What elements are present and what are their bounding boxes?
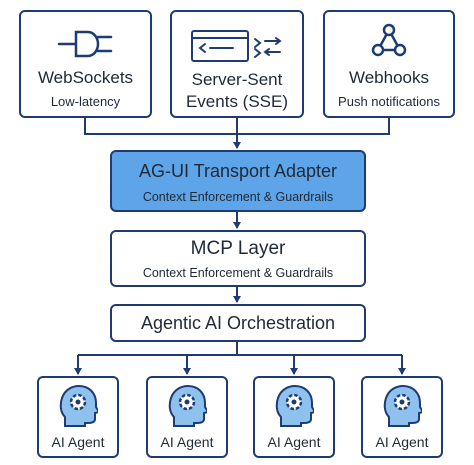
websockets-box: WebSockets Low-latency bbox=[19, 10, 152, 118]
webhooks-title: Webhooks bbox=[348, 68, 429, 87]
head-gear-icon bbox=[383, 384, 422, 427]
webhook-icon bbox=[371, 23, 407, 57]
ai-agent-box: AI Agent bbox=[37, 376, 119, 458]
mcp-title: MCP Layer bbox=[190, 238, 286, 259]
plug-icon bbox=[57, 30, 112, 58]
ai-agent-label: AI Agent bbox=[160, 434, 214, 450]
ai-agent-box: AI Agent bbox=[253, 376, 335, 458]
mcp-subtitle: Context Enforcement & Guardrails bbox=[142, 266, 334, 280]
sse-title: Server-Sent bbox=[191, 70, 283, 89]
websockets-title: WebSockets bbox=[37, 68, 134, 87]
ai-agent-label: AI Agent bbox=[51, 434, 105, 450]
head-gear-icon bbox=[275, 384, 314, 427]
ai-agent-label: AI Agent bbox=[375, 434, 429, 450]
connector-websockets bbox=[84, 118, 237, 135]
ai-agent-box: AI Agent bbox=[361, 376, 443, 458]
adapter-title: AG-UI Transport Adapter bbox=[138, 161, 338, 181]
sse-box: Server-Sent Events (SSE) bbox=[170, 10, 304, 118]
agentic-ai-orchestration-box: Agentic AI Orchestration bbox=[110, 304, 366, 342]
ai-agent-label: AI Agent bbox=[267, 434, 321, 450]
connector-webhooks bbox=[237, 118, 390, 135]
ag-ui-transport-adapter-box: AG-UI Transport Adapter Context Enforcem… bbox=[110, 150, 366, 212]
websockets-subtitle: Low-latency bbox=[50, 94, 121, 109]
sse-subtitle: Events (SSE) bbox=[185, 92, 289, 111]
ai-agent-box: AI Agent bbox=[146, 376, 228, 458]
mcp-layer-box: MCP Layer Context Enforcement & Guardrai… bbox=[110, 230, 366, 287]
webhooks-box: Webhooks Push notifications bbox=[323, 10, 455, 118]
orchestration-title: Agentic AI Orchestration bbox=[140, 313, 336, 333]
code-stream-icon bbox=[191, 30, 282, 62]
head-gear-icon bbox=[59, 384, 98, 427]
adapter-subtitle: Context Enforcement & Guardrails bbox=[142, 190, 334, 204]
webhooks-subtitle: Push notifications bbox=[338, 94, 440, 109]
head-gear-icon bbox=[168, 384, 207, 427]
